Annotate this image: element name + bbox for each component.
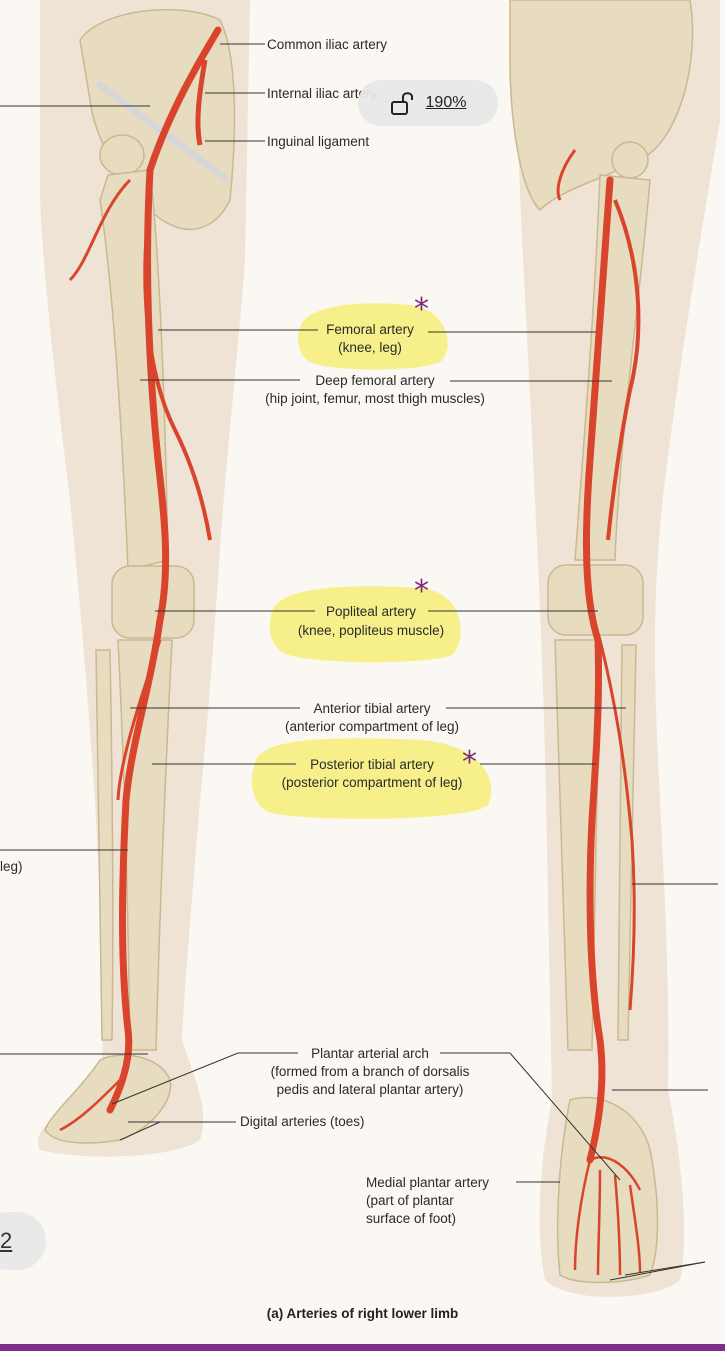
label-inguinal-ligament: Inguinal ligament [267,134,370,149]
left-branch-b [116,639,162,801]
label-left-cut: leg) [0,859,23,874]
right-femur-head [611,141,649,179]
leader-right-edge-bottom-2 [624,1261,706,1276]
label-medial-plantar-note-2: surface of foot) [366,1211,457,1226]
right-foot-bones [556,1096,659,1284]
label-deep-femoral: Deep femoral artery [315,373,435,388]
accent-bar [0,1344,725,1351]
label-plantar-arch-note-1: (formed from a branch of dorsalis [270,1064,470,1079]
label-digital: Digital arteries (toes) [240,1114,365,1129]
label-medial-plantar: Medial plantar artery [366,1175,490,1190]
star-posterior-tibial: * [462,745,477,780]
label-anterior-tibial: Anterior tibial artery [313,701,431,716]
label-posterior-tibial-note: (posterior compartment of leg) [281,775,463,790]
left-main-artery [106,26,222,1114]
label-popliteal: Popliteal artery [325,604,417,619]
label-femoral-note: (knee, leg) [338,340,402,355]
star-popliteal: * [414,574,429,609]
page-indicator[interactable]: 2 [0,1212,46,1270]
left-deep-femoral-artery [143,199,212,541]
label-plantar-arch-note-2: pedis and lateral plantar artery) [276,1082,464,1097]
label-deep-femoral-note: (hip joint, femur, most thigh muscles) [265,391,485,406]
left-branch-c [59,1079,121,1132]
left-fibula [95,649,114,1041]
page-number[interactable]: 2 [0,1228,13,1253]
right-branch-a [598,639,636,1011]
right-main-artery [582,176,614,1164]
right-pelvis [509,0,694,212]
label-common-iliac: Common iliac artery [267,37,388,52]
leader-digital-2 [119,1121,161,1141]
star-femoral: * [414,292,429,327]
label-posterior-tibial: Posterior tibial artery [310,757,434,772]
right-fibula [617,644,637,1041]
label-popliteal-note: (knee, popliteus muscle) [297,623,445,638]
label-anterior-tibial-note: (anterior compartment of leg) [284,719,460,734]
right-femur [574,174,651,561]
right-plantar-arch [573,1156,642,1276]
zoom-indicator[interactable]: 190% [358,80,498,126]
label-plantar-arch: Plantar arterial arch [311,1046,429,1061]
leader-lines [0,43,718,1281]
highlight-femoral [298,303,448,370]
highlight-popliteal [269,586,461,663]
figure-caption: (a) Arteries of right lower limb [266,1306,459,1321]
label-medial-plantar-note-1: (part of plantar [366,1193,454,1208]
zoom-level[interactable]: 190% [425,94,467,111]
highlight-posterior-tibial [251,738,492,819]
leader-plantar-arch-left [111,1052,298,1105]
right-deep-femoral-artery [606,199,641,541]
right-branch-b [556,149,577,201]
unlock-icon [390,92,413,115]
label-femoral: Femoral artery [326,322,414,337]
label-internal-iliac: Internal iliac artery [267,86,378,101]
left-internal-iliac-artery [195,59,208,146]
left-patella [111,565,195,639]
leader-plantar-arch-right [440,1052,621,1181]
left-femur-head [99,134,145,176]
left-branch-a [68,178,132,282]
